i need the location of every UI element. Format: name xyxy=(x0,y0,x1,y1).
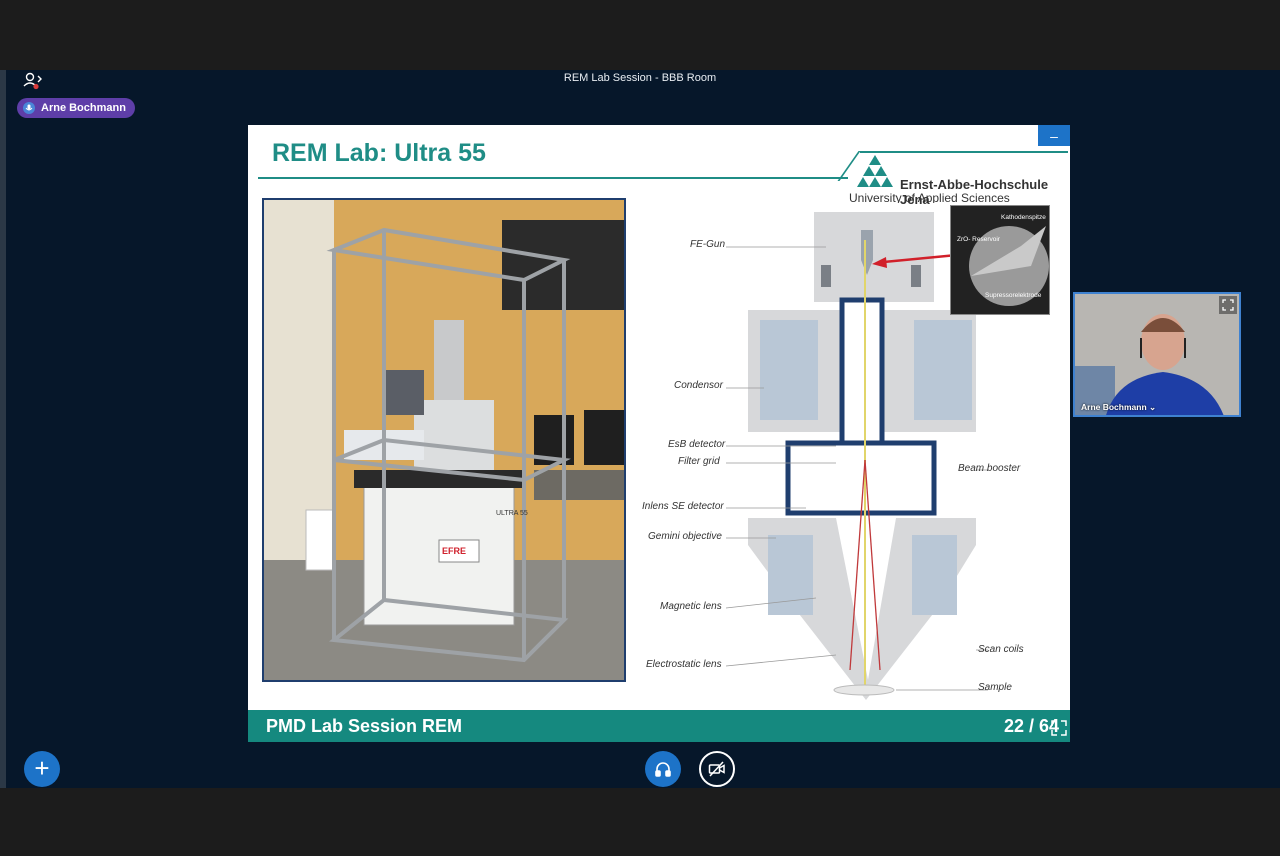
sem-column-diagram xyxy=(725,212,1010,700)
microphone-icon xyxy=(23,102,35,114)
label-beam-booster: Beam booster xyxy=(958,463,1021,474)
video-toggle-button[interactable] xyxy=(699,751,735,787)
title-rule-right xyxy=(860,151,1068,153)
inset-label-kathode: Kathodenspitze xyxy=(1001,214,1046,221)
label-sample: Sample xyxy=(978,682,1012,693)
minimize-presentation-button[interactable]: – xyxy=(1038,125,1070,146)
footer-title: PMD Lab Session REM xyxy=(266,716,463,736)
page-counter: 22 / 64 xyxy=(1004,716,1060,736)
inset-label-reservoir: ZrO- Reservoir xyxy=(957,236,1000,243)
label-filter-grid: Filter grid xyxy=(678,456,720,467)
label-scan-coils: Scan coils xyxy=(978,644,1024,655)
left-edge xyxy=(0,70,6,788)
slide-title: REM Lab: Ultra 55 xyxy=(272,139,486,167)
audio-button[interactable] xyxy=(645,751,681,787)
letterbox-top xyxy=(0,0,1280,70)
headphones-icon xyxy=(655,762,671,777)
room-title: REM Lab Session - BBB Room xyxy=(563,72,717,84)
university-subtitle: University of Applied Sciences xyxy=(849,191,1010,203)
page-current: 22 xyxy=(1004,716,1025,736)
presentation-slide: REM Lab: Ultra 55 Ernst-Abbe-Hochschule … xyxy=(248,125,1070,742)
university-name: Ernst-Abbe-Hochschule Jena xyxy=(900,177,1049,207)
cathode-tip-inset: Kathodenspitze ZrO- Reservoir Supressore… xyxy=(950,205,1050,315)
label-fe-gun: FE-Gun xyxy=(690,239,726,250)
presenter-pill[interactable]: Arne Bochmann xyxy=(17,98,135,118)
label-electrostatic: Electrostatic lens xyxy=(646,659,722,670)
label-esb-detector: EsB detector xyxy=(668,439,726,450)
label-inlens: Inlens SE detector xyxy=(642,501,724,512)
slide-footer: PMD Lab Session REM 22 / 64 xyxy=(248,710,1070,742)
camera-off-icon xyxy=(708,761,725,777)
letterbox-bottom xyxy=(0,788,1280,856)
webcam-tile[interactable]: Arne Bochmann ⌄ xyxy=(1073,292,1241,417)
label-condensor: Condensor xyxy=(674,380,723,391)
university-logo-icon xyxy=(857,155,893,187)
users-toggle-icon[interactable] xyxy=(22,72,44,90)
actions-plus-button[interactable]: + xyxy=(24,751,60,787)
microscope-photo: EFRE ULTRA 55 xyxy=(262,198,626,682)
ultra-label: ULTRA 55 xyxy=(496,510,528,517)
expand-icon[interactable] xyxy=(1219,296,1237,314)
presenter-name: Arne Bochmann xyxy=(41,102,126,114)
fullscreen-icon[interactable] xyxy=(1050,719,1068,737)
label-gemini: Gemini objective xyxy=(648,531,722,542)
inset-label-supressor: Supressorelektrode xyxy=(985,292,1042,299)
efre-label: EFRE xyxy=(442,546,466,556)
title-rule xyxy=(258,177,848,179)
label-magnetic: Magnetic lens xyxy=(660,601,722,612)
webcam-name-text: Arne Bochmann xyxy=(1081,402,1147,412)
webcam-name: Arne Bochmann ⌄ xyxy=(1081,402,1157,412)
